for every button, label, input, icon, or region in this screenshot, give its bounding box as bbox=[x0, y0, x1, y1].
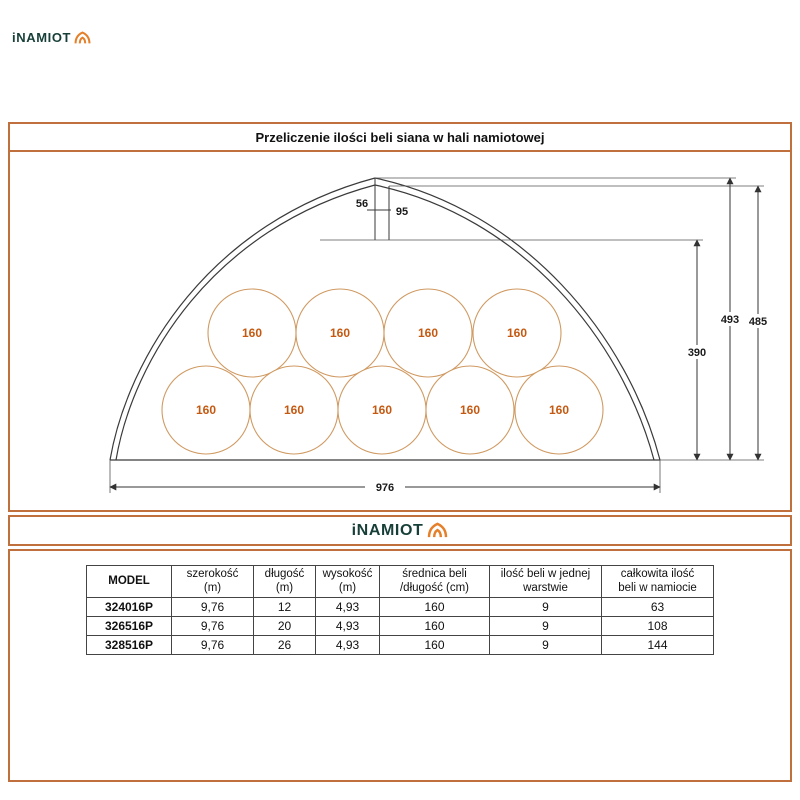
bale-circle bbox=[472, 288, 562, 378]
bale-label: 160 bbox=[418, 326, 438, 340]
table-row: 326516P 9,76 20 4,93 160 9 108 bbox=[86, 615, 714, 636]
cell-length: 26 bbox=[253, 634, 316, 655]
cell-width: 9,76 bbox=[171, 634, 254, 655]
cell-bales-per-layer: 9 bbox=[489, 596, 602, 617]
tent-cross-section-diagram: 160 160 160 160 160 160 160 160 160 bbox=[109, 177, 772, 494]
cell-bale-diameter: 160 bbox=[379, 615, 490, 636]
cell-height: 4,93 bbox=[315, 634, 380, 655]
bale-circle bbox=[425, 365, 515, 455]
cell-total-bales: 63 bbox=[601, 596, 714, 617]
cell-total-bales: 108 bbox=[601, 615, 714, 636]
cell-model: 326516P bbox=[86, 615, 172, 636]
dim-label-ridge: 95 bbox=[396, 206, 408, 218]
cell-bales-per-layer: 9 bbox=[489, 615, 602, 636]
col-header-model: MODEL bbox=[86, 565, 172, 598]
cell-height: 4,93 bbox=[315, 596, 380, 617]
col-header-width: szerokość(m) bbox=[171, 565, 254, 598]
dim-label-side-height: 390 bbox=[688, 347, 706, 359]
page-title: Przeliczenie ilości beli siana w hali na… bbox=[10, 124, 790, 152]
bale-label: 160 bbox=[507, 326, 527, 340]
brand-strip: iNAMIOT bbox=[8, 515, 792, 546]
dim-label-backgrounds bbox=[365, 205, 772, 494]
bale-label: 160 bbox=[196, 403, 216, 417]
bale-label: 160 bbox=[372, 403, 392, 417]
cell-model: 324016P bbox=[86, 596, 172, 617]
dim-label-width: 976 bbox=[376, 482, 394, 494]
col-header-bale-diameter: średnica beli/długość (cm) bbox=[379, 565, 490, 598]
tent-icon bbox=[74, 30, 91, 43]
bale-label: 160 bbox=[330, 326, 350, 340]
cell-length: 20 bbox=[253, 615, 316, 636]
table-row: 328516P 9,76 26 4,93 160 9 144 bbox=[86, 634, 714, 655]
bale-label: 160 bbox=[549, 403, 569, 417]
cell-width: 9,76 bbox=[171, 615, 254, 636]
dim-label-inner-height: 485 bbox=[749, 316, 767, 328]
col-header-height: wysokość(m) bbox=[315, 565, 380, 598]
cell-model: 328516P bbox=[86, 634, 172, 655]
spec-table: MODEL szerokość(m) długość(m) wysokość(m… bbox=[86, 565, 714, 655]
table-row: 324016P 9,76 12 4,93 160 9 63 bbox=[86, 596, 714, 617]
dim-label-total-height: 493 bbox=[721, 314, 739, 326]
bale-label: 160 bbox=[460, 403, 480, 417]
brand-logo-corner: iNAMIOT bbox=[12, 30, 91, 45]
hay-bales: 160 160 160 160 160 160 160 160 160 bbox=[161, 288, 604, 455]
cell-height: 4,93 bbox=[315, 615, 380, 636]
col-header-length: długość(m) bbox=[253, 565, 316, 598]
table-header-row: MODEL szerokość(m) długość(m) wysokość(m… bbox=[86, 565, 714, 598]
cell-bale-diameter: 160 bbox=[379, 634, 490, 655]
spec-panel: MODEL szerokość(m) długość(m) wysokość(m… bbox=[8, 549, 792, 782]
brand-logo-text: iNAMIOT bbox=[12, 30, 72, 45]
cell-bales-per-layer: 9 bbox=[489, 634, 602, 655]
cell-bale-diameter: 160 bbox=[379, 596, 490, 617]
bale-label: 160 bbox=[284, 403, 304, 417]
cell-length: 12 bbox=[253, 596, 316, 617]
diagram-panel: Przeliczenie ilości beli siana w hali na… bbox=[8, 122, 792, 512]
tent-icon bbox=[428, 522, 448, 538]
tent-outline bbox=[109, 177, 661, 461]
bale-circle bbox=[514, 365, 604, 455]
cell-width: 9,76 bbox=[171, 596, 254, 617]
cell-total-bales: 144 bbox=[601, 634, 714, 655]
bale-label: 160 bbox=[242, 326, 262, 340]
brand-logo-text: iNAMIOT bbox=[351, 521, 424, 539]
bale-circle bbox=[383, 288, 473, 378]
dim-label-ridge-cap: 56 bbox=[356, 198, 368, 210]
